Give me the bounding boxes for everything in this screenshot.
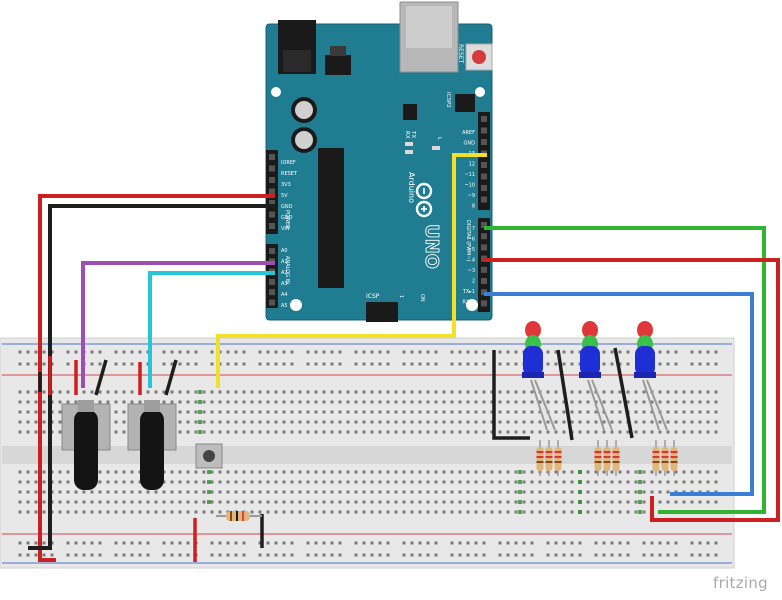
power-pin-label: 5V <box>281 193 288 199</box>
power-pin-label: VIN <box>281 226 290 232</box>
digital-pin-label: ~6 <box>468 237 475 243</box>
icsp2-header <box>455 94 475 112</box>
resistor-led <box>594 440 602 476</box>
rx-label: RX <box>404 131 410 139</box>
digital-header-bottom <box>478 218 490 312</box>
power-pin-label: IOREF <box>281 160 296 166</box>
power-pin-label: 3V3 <box>281 182 291 188</box>
digital-pin-label: ~3 <box>468 268 475 274</box>
icsp-pin-label: 1 <box>398 295 404 298</box>
digital-pin-label: RX◂0 <box>462 300 475 306</box>
arduino-logo <box>415 182 433 218</box>
on-label: ON <box>419 294 425 302</box>
wire-green-d7 <box>484 226 766 514</box>
analog-pin-label: A0 <box>281 248 288 254</box>
wire-black-gnd <box>28 204 275 550</box>
wires <box>28 153 780 562</box>
digital-pin-label: 8 <box>472 204 475 210</box>
potentiometer-2[interactable] <box>127 400 177 490</box>
digital-pin-label: 7 <box>472 226 475 232</box>
l-led-label: L <box>436 137 442 141</box>
power-pin-label: GND <box>281 215 293 221</box>
pushbutton[interactable] <box>195 443 223 469</box>
digital-pin-label: 2 <box>472 279 475 285</box>
potentiometer-1[interactable] <box>61 400 111 490</box>
analog-pin-label: A3 <box>281 281 288 287</box>
rgb-led-3 <box>634 321 668 431</box>
power-pin-label: RESET <box>281 171 298 177</box>
resistor-led <box>670 440 678 476</box>
digital-pin-label: ~11 <box>464 172 475 178</box>
digital-pin-label: ~10 <box>464 183 475 189</box>
wire-blue-d1 <box>484 292 754 496</box>
resistor-led <box>661 440 669 476</box>
jumper-black-pot-2b <box>164 359 178 396</box>
jumper-black-led3 <box>613 347 634 439</box>
digital-pin-label: ~5 <box>468 247 475 253</box>
resistor-led <box>652 440 660 476</box>
resistor-led <box>554 440 562 476</box>
fritzing-watermark: fritzing <box>713 574 768 592</box>
wire-cyan-a2 <box>148 271 275 388</box>
digital-pin-label: AREF <box>462 130 475 136</box>
analog-pin-label: A2 <box>281 270 288 276</box>
analog-pin-label: A5 <box>281 303 288 309</box>
icsp-label: ICSP <box>366 293 380 300</box>
jumper-black-led1 <box>492 350 530 440</box>
resistor-led <box>612 440 620 476</box>
jumper-black-pot-2a <box>94 359 108 396</box>
wire-red-d4 <box>484 258 780 522</box>
power-pin-label: GND <box>281 204 293 210</box>
rgb-led-2 <box>579 321 613 431</box>
resistor-led <box>603 440 611 476</box>
resistor-led <box>536 440 544 476</box>
digital-pin-label: 12 <box>469 162 475 168</box>
analog-header-label: ANALOG IN <box>284 256 290 284</box>
tx-label: TX <box>410 130 416 138</box>
resistor-button <box>216 511 262 521</box>
power-header-label: POWER <box>284 210 290 229</box>
digital-header-top <box>478 112 490 210</box>
uno-model: UNO <box>421 224 442 269</box>
icsp-header <box>366 302 398 322</box>
wire-purple-a1 <box>81 261 275 388</box>
arduino-brand: Arduino <box>407 172 416 203</box>
analog-pin-label: A4 <box>281 292 288 298</box>
digital-pin-label: TX▸1 <box>462 289 475 295</box>
reset-label: RESET <box>457 44 464 64</box>
resistor-led <box>545 440 553 476</box>
icsp2-label: ICSP2 <box>445 92 451 108</box>
jumper-black-led2 <box>556 349 574 441</box>
arduino-board: RESET ICSP2 TX RX L Arduino UNO ICSP <box>265 1 493 322</box>
rgb-led-1 <box>522 321 556 431</box>
digital-pin-label: 4 <box>472 258 475 264</box>
wire-yellow-d13 <box>216 153 487 388</box>
atmega-chip <box>318 148 344 288</box>
digital-header-label: DIGITAL (PWM~) <box>465 220 471 262</box>
breadboard <box>0 337 735 569</box>
digital-pin-label: ~9 <box>468 193 475 199</box>
analog-pin-label: A1 <box>281 259 288 265</box>
digital-pin-label: GND <box>464 141 476 147</box>
